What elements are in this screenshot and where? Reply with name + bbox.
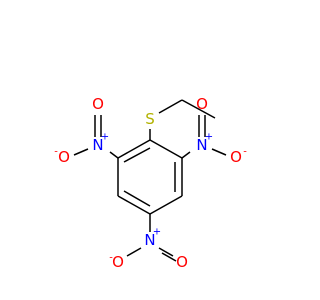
molecule-diagram: S N + O O - N + O O - N + O - O — [54, 95, 247, 271]
bond-c-n-left — [109, 151, 119, 159]
bond-ring-top-left — [117, 139, 151, 159]
atom-oxygen-right-top: O — [196, 95, 208, 113]
charge-nitrogen-bottom: + — [153, 227, 161, 238]
atom-nitrogen-right: N — [196, 136, 207, 154]
bond-ring-bottom-right — [149, 195, 183, 215]
bond-n-o-left-side — [73, 148, 89, 156]
bond-s-ch2 — [158, 99, 183, 114]
bond-n-o-bottom-right — [158, 247, 174, 257]
bond-n-o-bottom-left — [126, 247, 142, 257]
atom-oxygen-left-top: O — [92, 95, 104, 113]
bond-n-o-right-side — [211, 148, 227, 156]
atom-oxygen-right-side: O — [230, 148, 242, 166]
bond-ch2-ch3 — [181, 99, 216, 119]
charge-nitrogen-right: + — [205, 132, 213, 143]
bond-ring-bottom-left — [117, 195, 151, 215]
charge-oxygen-left-side: - — [54, 147, 58, 158]
charge-oxygen-right-side: - — [243, 147, 247, 158]
bond-ring-top-left-inner — [123, 147, 151, 163]
atom-oxygen-bottom-left: O — [112, 253, 124, 271]
bonds — [73, 99, 227, 262]
bond-ring-top-right — [149, 139, 183, 159]
atom-nitrogen-left: N — [92, 136, 103, 154]
atom-sulfur: S — [145, 110, 155, 128]
atom-nitrogen-bottom: N — [144, 231, 155, 249]
atoms: S N + O O - N + O O - N + O - O — [54, 95, 247, 271]
charge-oxygen-bottom-left: - — [109, 253, 113, 264]
bond-n-o-bottom-right-double — [161, 252, 177, 262]
atom-oxygen-left-side: O — [58, 148, 70, 166]
bond-ring-bottom-left-inner — [123, 190, 151, 207]
bond-c-n-right — [181, 151, 191, 159]
atom-oxygen-bottom-right: O — [176, 253, 188, 271]
charge-nitrogen-left: + — [101, 132, 109, 143]
